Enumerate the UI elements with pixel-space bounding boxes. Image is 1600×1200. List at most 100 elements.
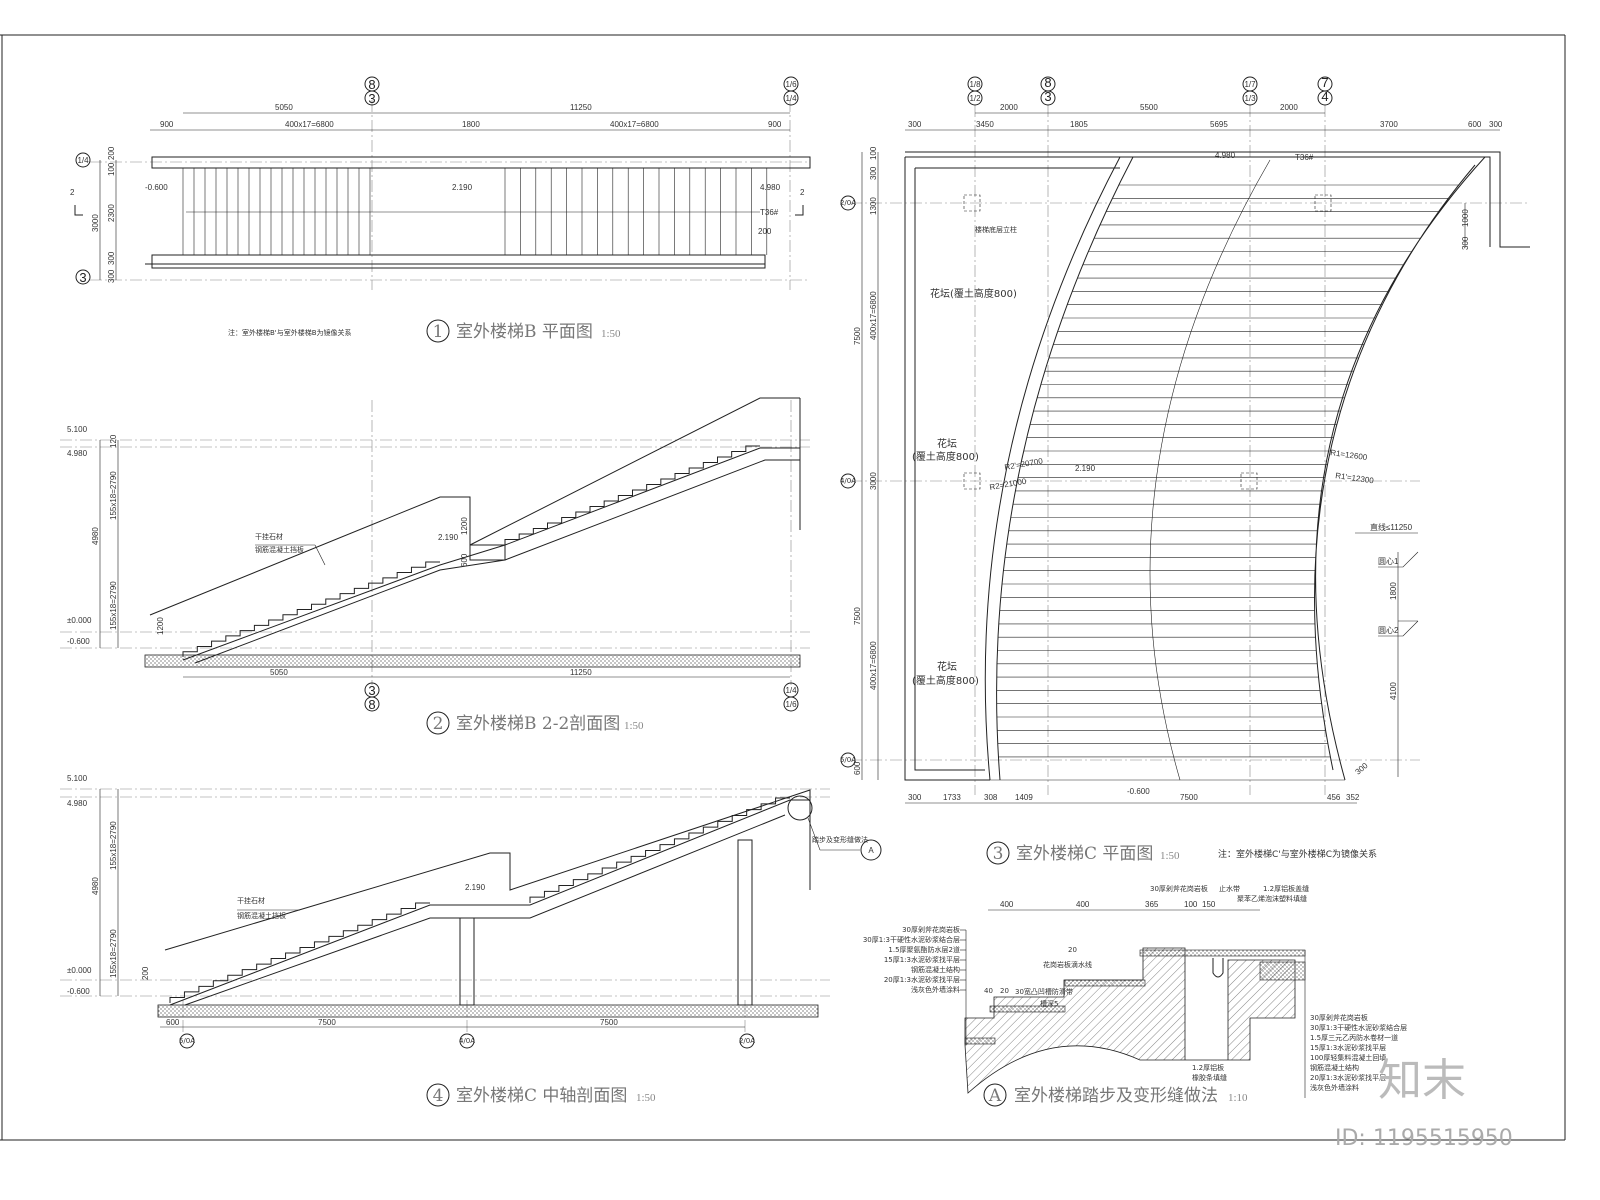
dimension-label: 155x18=2790 (109, 581, 118, 630)
dimension-label: 600 (460, 553, 469, 567)
layer-label: 浅灰色外墙涂料 (1310, 1083, 1359, 1092)
stair-steps (182, 445, 760, 657)
axis-label: 1/4 (77, 156, 89, 165)
axis-label: 1/8 (969, 80, 981, 89)
dimension-label: 365 (1145, 900, 1159, 909)
dimension-label: 1000 (1461, 209, 1470, 227)
level-label: 4.980 (760, 183, 781, 192)
layer-label: 15厚1:3水泥砂浆找平层 (884, 955, 960, 964)
dimension-label: 155x18=2790 (109, 471, 118, 520)
layer-label: 1.2厚铝板盖缝 (1263, 884, 1309, 893)
detail-callout-circle (787, 795, 813, 821)
axis-bubble (967, 90, 983, 106)
level-label: 4.980 (1215, 151, 1236, 160)
level-label: -0.600 (67, 987, 90, 996)
dimension-label: 400x17=6800 (869, 641, 878, 690)
layer-label: 浅灰色外墙涂料 (911, 985, 960, 994)
detail-a-step-joint: 400 400 365 100 150 30厚剁斧花岗岩板 止水带 1.2厚铝板… (863, 884, 1407, 1107)
layer-label: 30厚1:3干硬性水泥砂浆结合层 (863, 935, 960, 944)
level-label: ±0.000 (67, 966, 92, 975)
axis-label: 8 (368, 697, 375, 712)
dimension-label: 300 (1489, 120, 1503, 129)
column-marker (1240, 472, 1258, 490)
axis-label: 1/6 (785, 700, 797, 709)
annotation-label: 楼梯底层立柱 (975, 225, 1017, 234)
layer-label: 30厚剁斧花岗岩板 (1310, 1013, 1368, 1022)
dimension-label: 100 (107, 162, 116, 176)
detail-reference: 踏步及变形缝做法 (812, 835, 868, 844)
planter-wall (904, 157, 1120, 781)
drawing-title: 室外楼梯踏步及变形缝做法 (1014, 1086, 1218, 1106)
image-id: ID: 1195515950 (1335, 1126, 1513, 1151)
radius-label: R2=21000 (989, 477, 1028, 492)
drawing-2-section-b: 5.100 4.980 ±0.000 -0.600 2.190 155x18=2… (60, 397, 810, 735)
dimension-label: 5500 (1140, 103, 1158, 112)
axis-label: 8 (1044, 75, 1051, 90)
column-marker (963, 194, 981, 212)
dimension-label: 3000 (91, 214, 100, 232)
annotation-label: 1.2厚铝板 (1192, 1063, 1224, 1072)
dimension-label: 600 (166, 1018, 180, 1027)
axis-bubble (1242, 90, 1258, 106)
top-wall (151, 156, 811, 169)
drawing-scale: 1:10 (1228, 1092, 1248, 1104)
axis-label: 4/0A (840, 477, 856, 485)
dimension-label: 1300 (869, 197, 878, 215)
dimension-label: 352 (1346, 793, 1360, 802)
dimension-label: 1733 (943, 793, 961, 802)
ground-slab (144, 654, 801, 668)
drawing-title: 室外楼梯B 2-2剖面图 (456, 714, 620, 734)
dimension-label: 7500 (1180, 793, 1198, 802)
dimension-label: 4980 (91, 527, 100, 545)
axis-bubble (840, 473, 856, 489)
dimension-label: 456 (1327, 793, 1341, 802)
axis-label: 1/7 (1244, 80, 1256, 89)
level-label: 4.980 (67, 799, 88, 808)
axis-label: 2/0A (840, 199, 856, 207)
radius-label: R1'=12300 (1335, 471, 1375, 485)
annotation-label: 圆心2 (1378, 626, 1399, 635)
dimension-label: 900 (768, 120, 782, 129)
annotation-label: 花坛 (937, 437, 957, 450)
level-label: 5.100 (67, 774, 88, 783)
drawing-1-plan-b: 8 3 1/6 1/4 1/4 3 5050 11250 900 400x17=… (70, 76, 811, 343)
axis-label: 1/4 (785, 94, 797, 103)
annotation-label: 直线≤11250 (1370, 522, 1413, 532)
dimension-label: 3700 (1380, 120, 1398, 129)
level-label: ±0.000 (67, 616, 92, 625)
drawing-title: 室外楼梯C 中轴剖面图 (456, 1086, 627, 1106)
level-label: 2.190 (452, 183, 473, 192)
layer-label: 30厚剁斧花岗岩板 (1150, 884, 1208, 893)
dimension-label: 1800 (1389, 582, 1398, 600)
axis-label: 2/0A (739, 1037, 755, 1045)
dimension-label: 5695 (1210, 120, 1228, 129)
top-wall (905, 151, 1530, 248)
axis-bubble (840, 752, 856, 768)
drawing-scale: 1:50 (1160, 850, 1180, 862)
callout-label: 干挂石材 (237, 896, 265, 905)
dimension-label: 5050 (270, 668, 288, 677)
dimension-label: 1200 (460, 517, 469, 535)
axis-label: 7 (1321, 75, 1328, 90)
section-mark: 2 (70, 188, 75, 197)
brand-logo: 知末 (1378, 1055, 1466, 1106)
dimension-label: 120 (109, 434, 118, 448)
axis-label: 1/4 (785, 686, 797, 695)
layer-label: 20厚1:3水泥砂浆找平层 (1310, 1073, 1386, 1082)
dimension-label: 300 (107, 269, 116, 283)
drawing-number: 3 (993, 844, 1004, 864)
center-arc (1149, 159, 1271, 781)
axis-label: 5/0A (840, 756, 856, 764)
level-label: -0.600 (67, 637, 90, 646)
axis-bubble (840, 195, 856, 211)
layer-label: 钢筋混凝土结构 (911, 965, 960, 974)
wall-outline (164, 789, 811, 951)
wall-outline (149, 397, 800, 616)
drawing-title: 室外楼梯C 平面图 (1016, 844, 1153, 864)
axis-bubble (1040, 90, 1056, 106)
dimension-label: 400 (1076, 900, 1090, 909)
annotation-label: 槽深5 (1040, 999, 1058, 1008)
layer-label: 30厚剁斧花岗岩板 (902, 925, 960, 934)
axis-label: 3 (368, 91, 375, 106)
